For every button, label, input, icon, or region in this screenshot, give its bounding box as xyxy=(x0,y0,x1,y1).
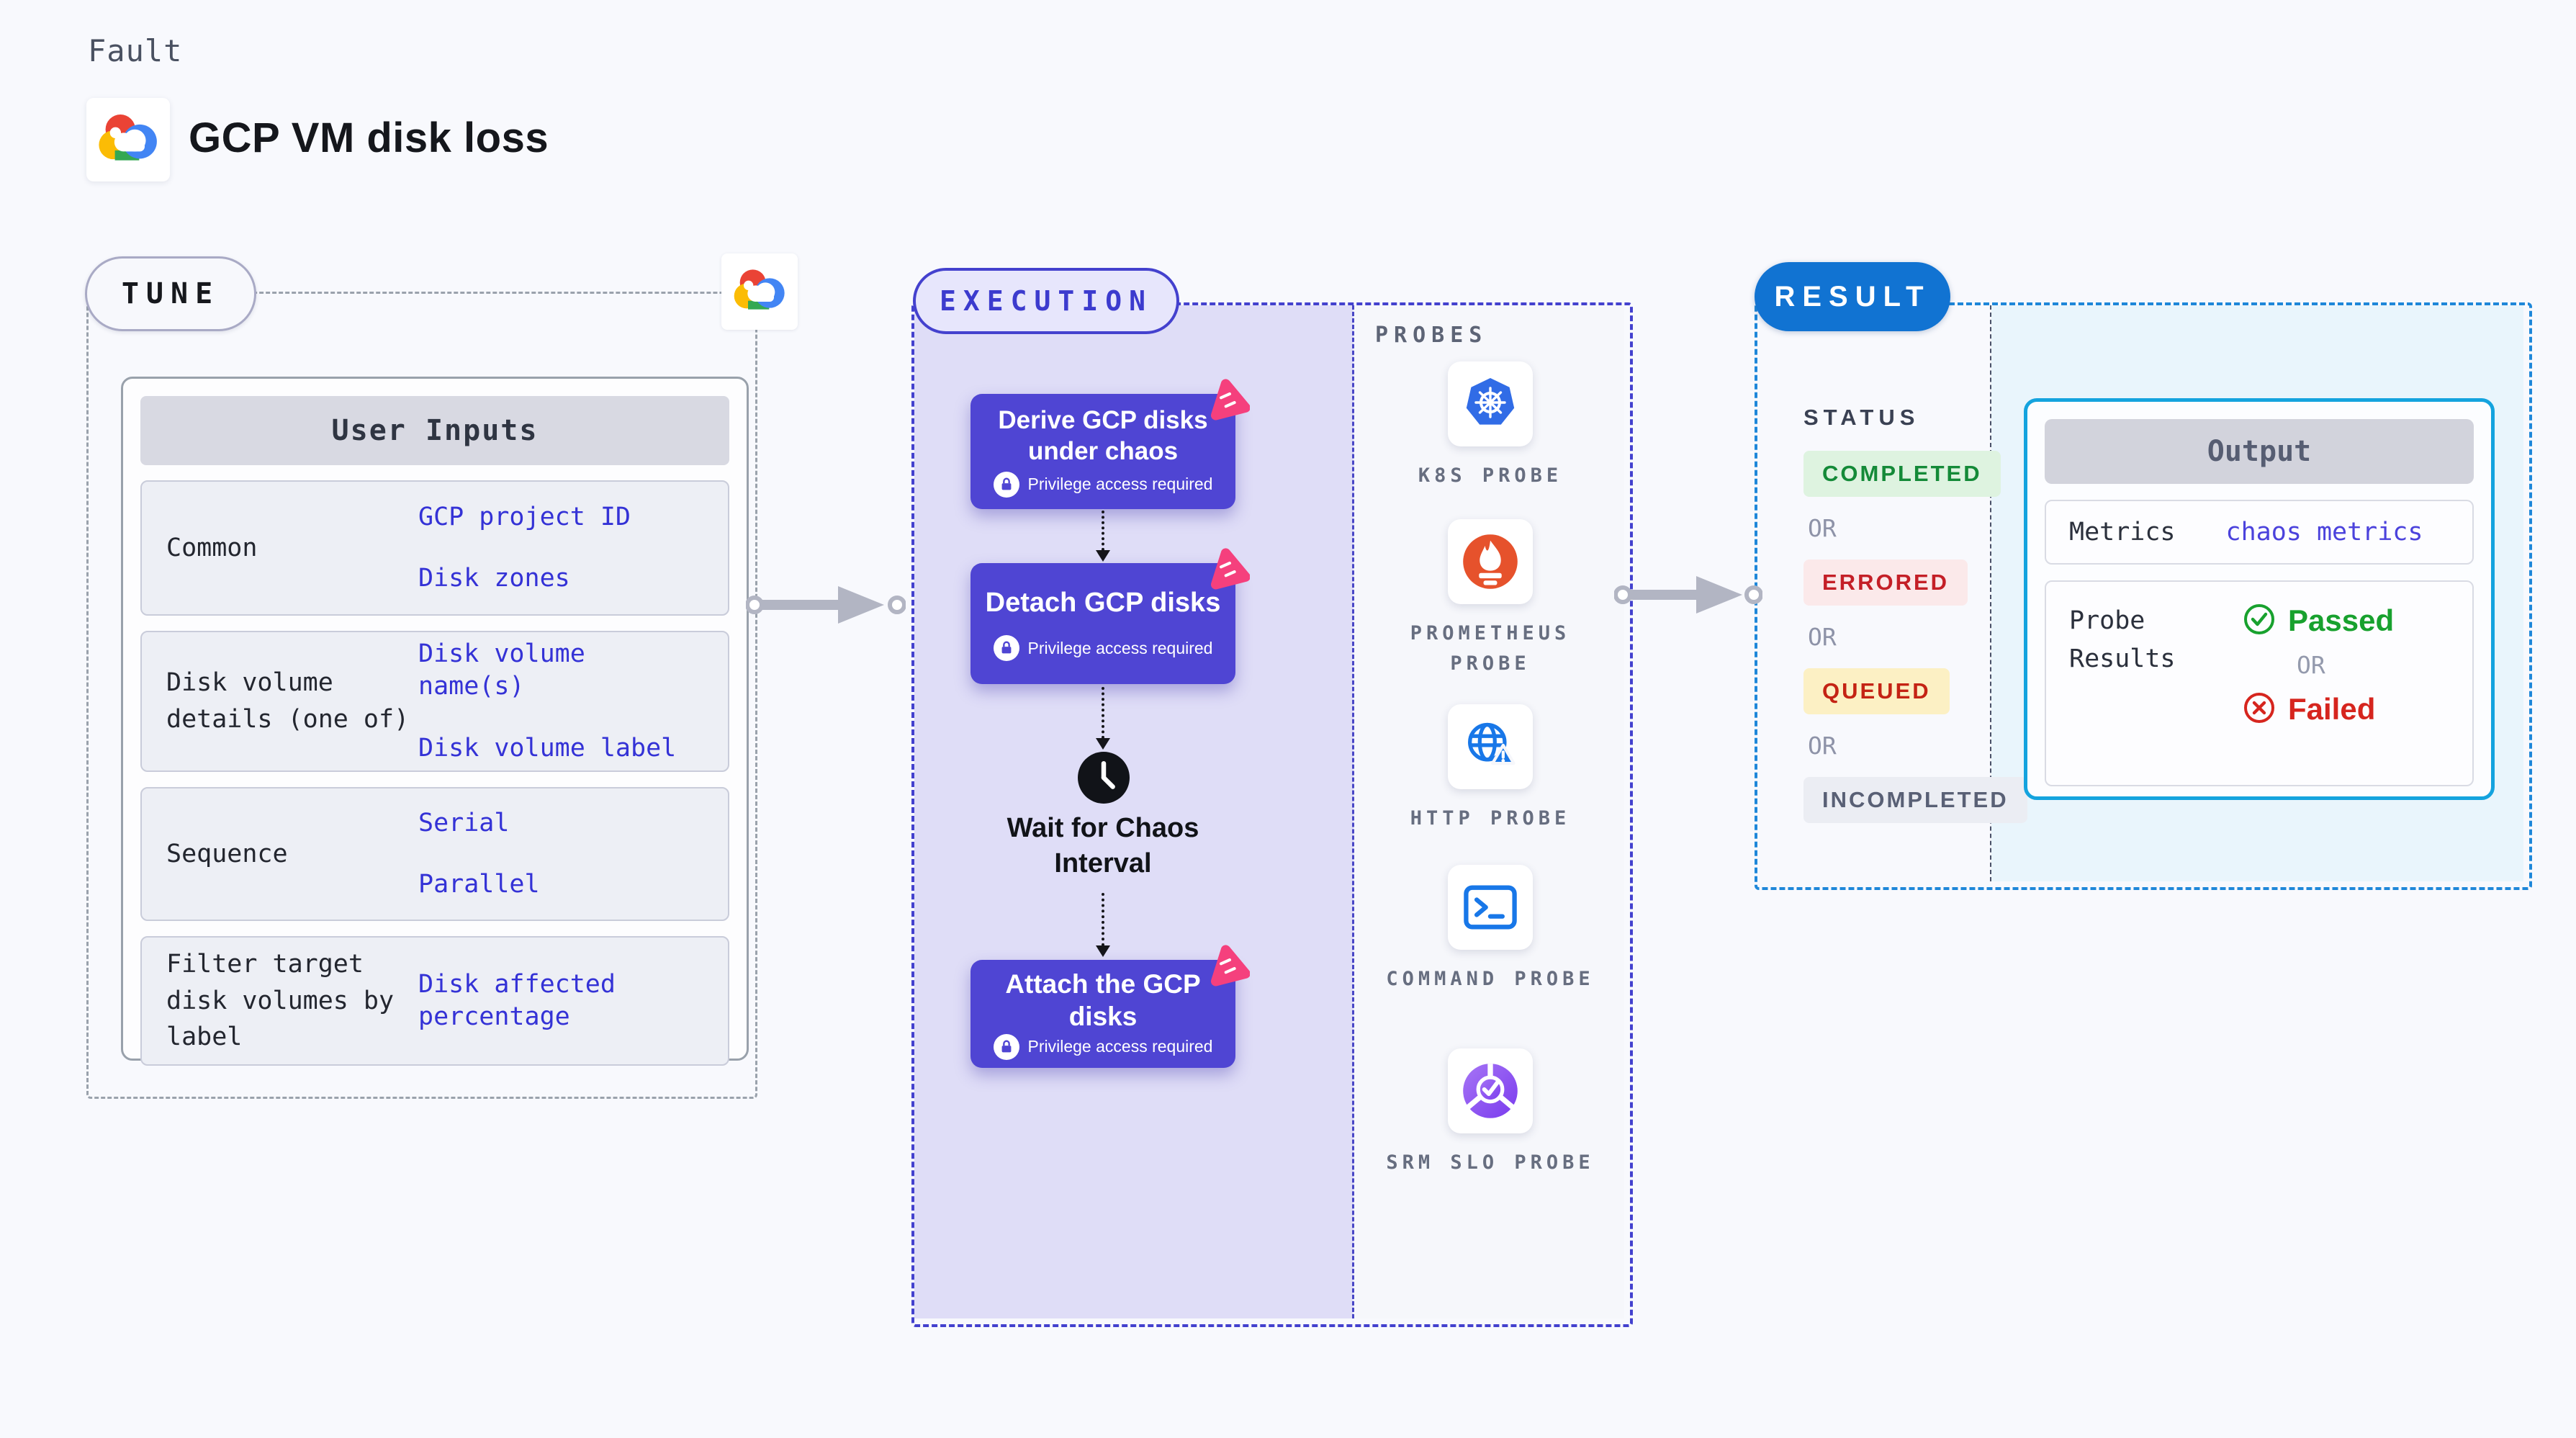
kubernetes-icon xyxy=(1448,361,1533,446)
privilege-badge: Privilege access required xyxy=(993,635,1213,662)
result-output-divider xyxy=(1990,305,1991,881)
table-row: Filter target disk volumes by label Disk… xyxy=(140,936,729,1066)
chaos-icon xyxy=(1204,943,1251,989)
lock-icon xyxy=(993,1033,1019,1060)
table-row: Disk volume details (one of) Disk volume… xyxy=(140,631,729,772)
privilege-badge: Privilege access required xyxy=(993,471,1213,498)
probe-label: HTTP PROBE xyxy=(1410,807,1571,830)
step-title: Attach the GCP disks xyxy=(1005,969,1201,1032)
probe-label: COMMAND PROBE xyxy=(1386,968,1595,990)
user-inputs-table: User Inputs Common GCP project ID Disk z… xyxy=(121,377,749,1066)
input-link[interactable]: Disk volume label xyxy=(418,733,677,763)
status-badge: ERRORED xyxy=(1803,560,1968,606)
privilege-badge: Privilege access required xyxy=(993,1033,1213,1060)
passed-label: Passed xyxy=(2288,603,2395,637)
input-link[interactable]: Serial xyxy=(418,808,510,837)
gcp-logo-card xyxy=(86,98,170,181)
wait-for-chaos-interval-label: Wait for Chaos Interval xyxy=(1006,813,1199,879)
row-label: Common xyxy=(166,533,258,562)
gcp-mini-logo-card xyxy=(721,253,798,330)
probes-zone-background xyxy=(1354,305,1624,1318)
status-badge: COMPLETED xyxy=(1803,451,2001,497)
metrics-row: Metrics chaos metrics xyxy=(2045,500,2474,565)
privilege-label: Privilege access required xyxy=(1027,1037,1213,1056)
step-title: Derive GCP disks under chaos xyxy=(998,406,1208,465)
http-globe-icon xyxy=(1448,704,1533,789)
probe-results-label: Probe Results xyxy=(2069,606,2176,673)
row-label: Disk volume details (one of) xyxy=(166,668,410,734)
step-derive-gcp-disks: Derive GCP disks under chaos Privilege a… xyxy=(970,379,1251,509)
or-label: OR xyxy=(1808,732,1837,760)
probe-item-http: HTTP PROBE xyxy=(1354,704,1627,834)
output-header: Output xyxy=(2045,419,2474,484)
or-label: OR xyxy=(1808,514,1837,542)
probe-item-prometheus: PROMETHEUS PROBE xyxy=(1354,519,1627,679)
probe-label: SRM SLO PROBE xyxy=(1386,1151,1595,1174)
lock-icon xyxy=(993,471,1019,498)
status-label: STATUS xyxy=(1803,405,1920,430)
privilege-label: Privilege access required xyxy=(1027,638,1213,657)
input-link[interactable]: Parallel xyxy=(418,870,540,899)
check-circle-icon xyxy=(2242,602,2276,639)
prometheus-icon xyxy=(1448,519,1533,604)
execution-section-box xyxy=(911,302,1633,1327)
output-card: Output Metrics chaos metrics Probe Resul… xyxy=(2024,398,2495,800)
result-pill: RESULT xyxy=(1755,262,1950,331)
terminal-icon xyxy=(1448,865,1533,950)
status-badge: QUEUED xyxy=(1803,668,1950,714)
arrow-down-icon xyxy=(1096,945,1110,957)
input-link[interactable]: Disk affected percentage xyxy=(418,969,616,1032)
srm-slo-icon xyxy=(1448,1048,1533,1133)
execution-pill: EXECUTION xyxy=(913,268,1179,334)
fault-label: Fault xyxy=(88,33,183,68)
gcp-cloud-icon xyxy=(731,266,788,318)
tune-pill: TUNE xyxy=(85,256,256,331)
x-circle-icon xyxy=(2242,691,2276,728)
lock-icon xyxy=(993,635,1019,662)
input-link[interactable]: Disk zones xyxy=(418,564,570,593)
or-label: OR xyxy=(1808,623,1837,651)
failed-label: Failed xyxy=(2288,692,2376,726)
step-attach-gcp-disks: Attach the GCP disks Privilege access re… xyxy=(970,945,1251,1068)
execution-to-result-arrow xyxy=(1614,576,1762,614)
step-connector xyxy=(1102,687,1104,739)
step-connector xyxy=(1102,511,1104,551)
metrics-value-link[interactable]: chaos metrics xyxy=(2225,518,2423,547)
probes-section-label: PROBES xyxy=(1375,323,1488,348)
status-badge: INCOMPLETED xyxy=(1803,777,2027,823)
page-title: GCP VM disk loss xyxy=(189,114,549,161)
passed-result: Passed xyxy=(2242,602,2394,639)
probe-label: K8S PROBE xyxy=(1418,464,1563,487)
chaos-icon xyxy=(1204,546,1251,592)
tune-section-box xyxy=(86,292,757,1099)
arrow-down-icon xyxy=(1096,550,1110,562)
row-label: Filter target disk volumes by label xyxy=(166,949,395,1052)
probe-item-srm-slo: SRM SLO PROBE xyxy=(1354,1048,1627,1178)
chaos-icon xyxy=(1204,377,1251,423)
table-row: Common GCP project ID Disk zones xyxy=(140,480,729,616)
row-label: Sequence xyxy=(166,839,288,868)
probe-label: PROMETHEUS PROBE xyxy=(1410,622,1571,675)
gcp-cloud-icon xyxy=(95,110,161,169)
step-connector xyxy=(1102,893,1104,946)
probe-results-row: Probe Results Passed OR xyxy=(2045,580,2474,786)
tune-to-execution-arrow xyxy=(746,586,906,624)
table-row: Sequence Serial Parallel xyxy=(140,787,729,921)
privilege-label: Privilege access required xyxy=(1027,475,1213,494)
input-link[interactable]: GCP project ID xyxy=(418,502,631,531)
status-column: STATUS COMPLETED OR ERRORED OR QUEUED OR… xyxy=(1803,405,2027,823)
step-title: Detach GCP disks xyxy=(985,587,1221,618)
or-label: OR xyxy=(2297,651,2325,679)
arrow-down-icon xyxy=(1096,738,1110,750)
probe-item-command: COMMAND PROBE xyxy=(1354,865,1627,994)
execution-probes-divider xyxy=(1352,305,1354,1318)
metrics-label: Metrics xyxy=(2069,518,2176,547)
probe-item-k8s: K8S PROBE xyxy=(1354,361,1627,491)
input-link[interactable]: Disk volume name(s) xyxy=(418,639,585,701)
clock-icon xyxy=(1078,752,1130,806)
step-detach-gcp-disks: Detach GCP disks Privilege access requir… xyxy=(970,548,1251,684)
failed-result: Failed xyxy=(2242,691,2394,728)
user-inputs-header: User Inputs xyxy=(140,396,729,465)
